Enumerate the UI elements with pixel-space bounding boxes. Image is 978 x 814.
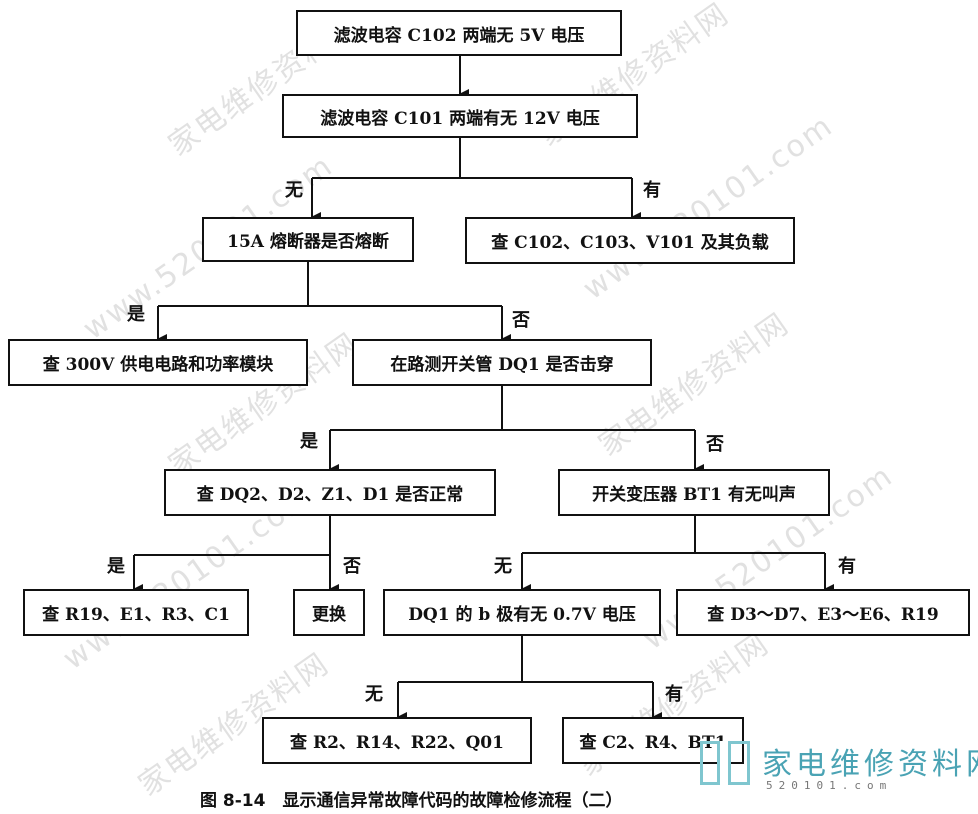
flow-node-replace: 更换 [293,589,365,636]
flow-node-fuse-check: 15A 熔断器是否熔断 [202,217,414,262]
flow-node-check-r2-r14-r22-q01: 查 R2、R14、R22、Q01 [262,717,532,764]
flow-node-check-d3-d7-e3-e6-r19: 查 D3～D7、E3～E6、R19 [676,589,970,636]
flow-node-check-r19-e1-r3-c1: 查 R19、E1、R3、C1 [23,589,249,636]
branch-label-yes: 有 [838,556,856,577]
logo-text: 家电维修资料网 [762,747,978,782]
flow-node-check-300v-supply: 查 300V 供电电路和功率模块 [8,339,308,386]
flow-node-bt1-noise-check: 开关变压器 BT1 有无叫声 [558,469,830,516]
branch-label-yes: 是 [127,304,145,325]
branch-label-yes: 是 [300,431,318,452]
logo-url: 520101.com [766,779,893,792]
flow-node-c101-12v-check: 滤波电容 C101 两端有无 12V 电压 [282,94,638,138]
branch-label-no: 否 [343,556,361,577]
branch-label-yes: 是 [107,556,125,577]
logo-icon [700,741,750,785]
site-logo: 家电维修资料网 520101.com [700,737,978,799]
branch-label-no: 无 [365,684,383,705]
flow-node-check-dq2-d2-z1-d1: 查 DQ2、D2、Z1、D1 是否正常 [164,469,496,516]
branch-label-yes: 有 [665,684,683,705]
branch-label-no: 否 [512,310,530,331]
flow-node-dq1-breakdown-check: 在路测开关管 DQ1 是否击穿 [352,339,652,386]
figure-caption: 图 8-14 显示通信异常故障代码的故障检修流程（二） [200,791,623,811]
flow-node-check-c2-r4-bt1: 查 C2、R4、BT1 [562,717,744,764]
flow-node-c102-no-5v: 滤波电容 C102 两端无 5V 电压 [296,10,622,56]
branch-label-no: 无 [285,180,303,201]
branch-label-no: 无 [494,556,512,577]
flow-node-check-c102-load: 查 C102、C103、V101 及其负载 [465,217,795,264]
branch-label-yes: 有 [643,180,661,201]
flow-node-dq1-base-voltage-check: DQ1 的 b 极有无 0.7V 电压 [383,589,661,636]
branch-label-no: 否 [706,434,724,455]
